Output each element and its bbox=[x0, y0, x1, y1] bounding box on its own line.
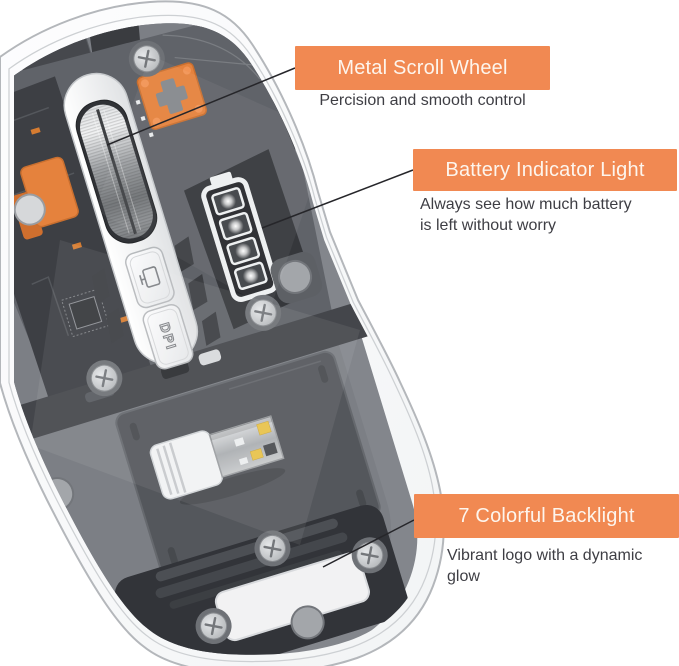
battery-cells bbox=[211, 187, 268, 291]
callout-title-box: Metal Scroll Wheel bbox=[295, 46, 550, 90]
callout-title: 7 Colorful Backlight bbox=[458, 504, 635, 527]
frame-slots bbox=[92, 236, 221, 346]
pads bbox=[36, 251, 329, 644]
callout-title: Metal Scroll Wheel bbox=[337, 56, 508, 79]
callout-title-box: Battery Indicator Light bbox=[413, 149, 677, 191]
shell-reflections bbox=[30, 55, 360, 545]
callout-description: Vibrant logo with a dynamic glow bbox=[447, 547, 643, 585]
callout-description: Percision and smooth control bbox=[319, 92, 526, 109]
usb-receiver bbox=[149, 415, 286, 505]
bottom-assembly bbox=[114, 504, 409, 655]
scroll-wheel-assembly: DPI bbox=[63, 72, 199, 370]
dpi-button: DPI bbox=[142, 303, 194, 370]
callout-description: Always see how much battery is left with… bbox=[420, 196, 632, 234]
scroll-wheel-icon bbox=[80, 104, 153, 239]
leader-line-backlight bbox=[322, 519, 415, 568]
callout-title: Battery Indicator Light bbox=[445, 158, 645, 181]
leader-line-scroll-wheel bbox=[106, 67, 296, 146]
leader-lines bbox=[106, 67, 415, 568]
orange-encoder bbox=[14, 156, 79, 240]
mode-button bbox=[125, 246, 175, 309]
leader-line-battery bbox=[261, 169, 414, 229]
monitor-icon bbox=[139, 266, 161, 288]
chip-icon bbox=[61, 288, 110, 338]
callout-title-box: 7 Colorful Backlight bbox=[414, 494, 679, 538]
orange-switch bbox=[136, 62, 207, 130]
battery-indicator-icon bbox=[201, 171, 279, 302]
frame-seams bbox=[162, 34, 267, 80]
